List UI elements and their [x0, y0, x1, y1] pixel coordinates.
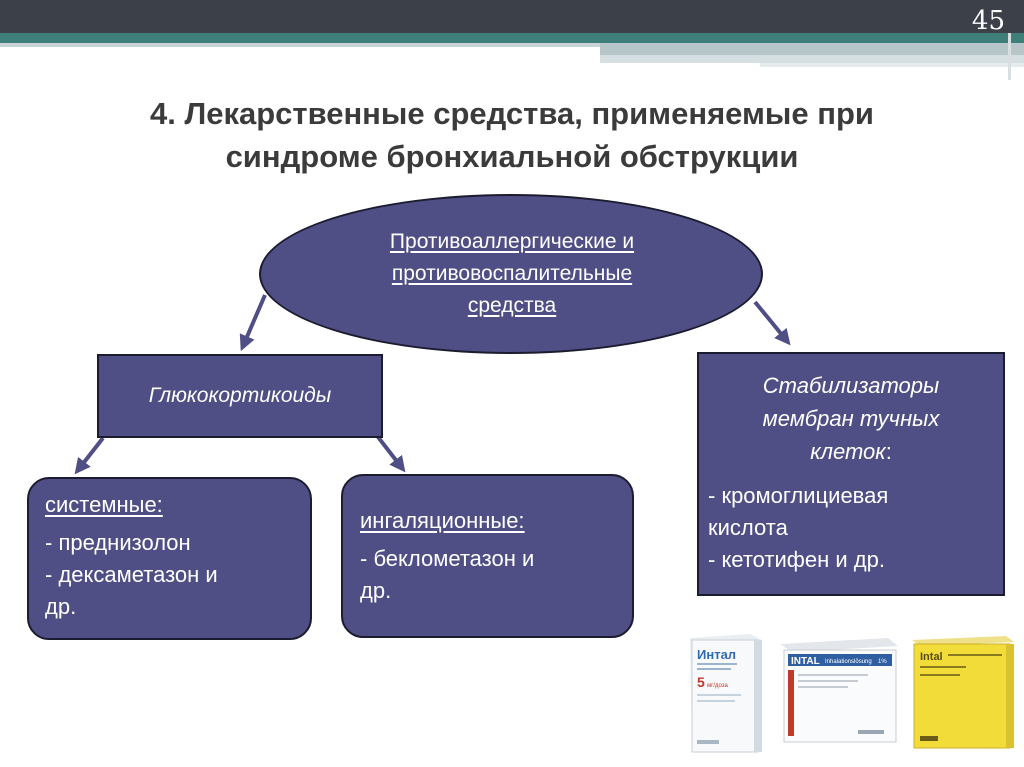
stabilizers-item-2: кислота	[708, 512, 998, 544]
arrow-root-to-stabilizers	[755, 302, 787, 341]
root-node-label: Противоаллергические и противовоспалител…	[300, 226, 724, 322]
stabilizers-item-1: - кромоглициевая	[708, 480, 998, 512]
intal-de-brand: INTAL	[791, 656, 820, 667]
inhaled-item-2: др.	[360, 575, 628, 607]
arrow-root-to-glucocorticoids	[243, 295, 265, 346]
product-packages-image: Интал 5 мг/доза INTAL Inhalationslösung …	[688, 630, 1024, 755]
inhaled-header: ингаляционные:	[360, 505, 628, 537]
root-line-1: Противоаллергические и	[300, 226, 724, 258]
intal-de-package: INTAL Inhalationslösung 1%	[780, 638, 898, 742]
root-line-3: средства	[300, 290, 724, 322]
intal-yellow-brand: Intal	[920, 651, 943, 663]
stabilizers-items: - кромоглициевая кислота - кетотифен и д…	[708, 480, 998, 576]
stabilizers-title-colon: :	[886, 439, 892, 464]
arrow-glucocorticoids-to-systemic	[78, 438, 103, 470]
root-line-2: противовоспалительные	[300, 258, 724, 290]
systemic-content: системные: - преднизолон - дексаметазон …	[45, 489, 305, 623]
intal-ru-brand: Интал	[697, 647, 736, 662]
stabilizers-title-line-2: мембран тучных	[700, 402, 1002, 435]
systemic-item-3: др.	[45, 591, 305, 623]
inhaled-item-1: - беклометазон и	[360, 543, 628, 575]
arrow-glucocorticoids-to-inhaled	[378, 437, 402, 468]
inhaled-content: ингаляционные: - беклометазон и др.	[360, 505, 628, 607]
systemic-header: системные:	[45, 489, 305, 521]
stabilizers-title-line-3-wrap: клеток:	[700, 435, 1002, 468]
systemic-item-2: - дексаметазон и	[45, 559, 305, 591]
stabilizers-item-3: - кетотифен и др.	[708, 544, 998, 576]
stabilizers-title: Стабилизаторы мембран тучных клеток:	[700, 369, 1002, 468]
intal-yellow-package: Intal	[912, 636, 1014, 748]
systemic-item-1: - преднизолон	[45, 527, 305, 559]
intal-de-subtitle: Inhalationslösung	[825, 659, 872, 665]
stabilizers-title-line-1: Стабилизаторы	[700, 369, 1002, 402]
intal-ru-dose-unit: мг/доза	[707, 683, 729, 689]
intal-ru-dose: 5	[697, 674, 705, 690]
stabilizers-title-line-3: клеток	[810, 439, 886, 464]
glucocorticoids-label: Глюкокортикоиды	[97, 354, 383, 438]
intal-ru-package: Интал 5 мг/доза	[690, 634, 762, 752]
intal-de-pct: 1%	[878, 659, 887, 665]
